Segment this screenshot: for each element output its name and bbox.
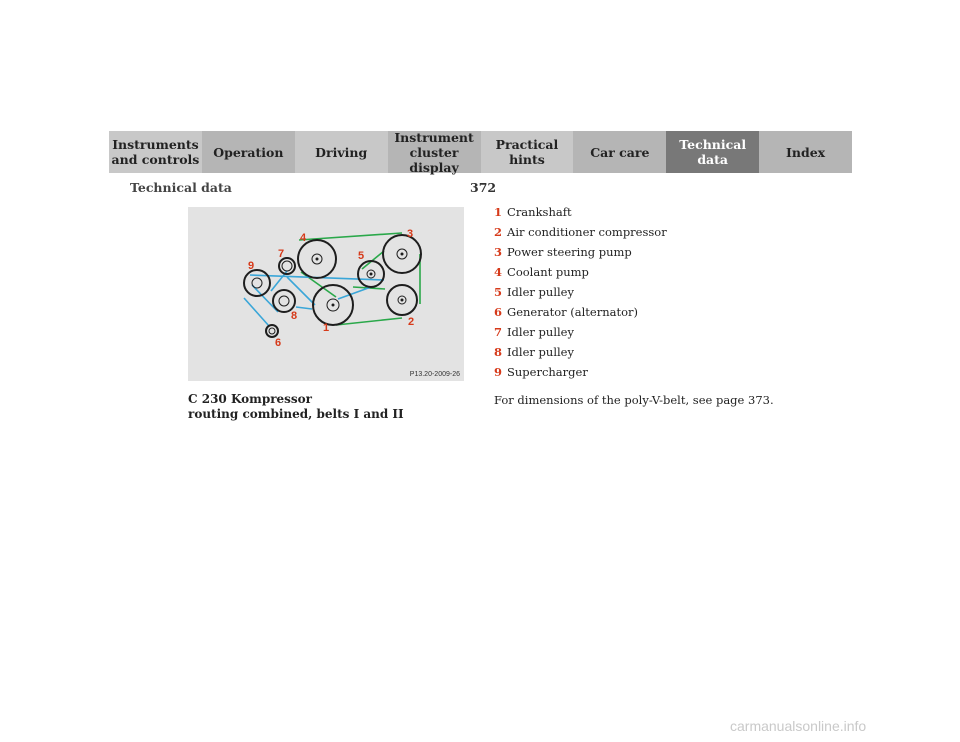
- legend-text: Idler pulley: [507, 285, 574, 299]
- tab-label: Technical data: [679, 137, 747, 167]
- legend-number: 5: [494, 285, 503, 299]
- tab-label: Car care: [590, 144, 650, 160]
- tab-operation[interactable]: Operation: [201, 131, 295, 173]
- tab-index[interactable]: Index: [759, 131, 852, 173]
- legend-number: 8: [494, 345, 503, 359]
- pulley-8: [272, 289, 296, 313]
- legend-text: Crankshaft: [507, 205, 572, 219]
- pulley-7: [278, 257, 296, 275]
- callout-3: 3: [407, 228, 413, 240]
- pulley-5: [357, 260, 385, 288]
- figure-reference: P13.20-2009-26: [409, 371, 460, 378]
- dimension-reference-note: For dimensions of the poly-V-belt, see p…: [494, 393, 774, 407]
- legend-item: 5 Idler pulley: [494, 284, 667, 304]
- legend-item: 9 Supercharger: [494, 364, 667, 384]
- legend-text: Power steering pump: [507, 245, 632, 259]
- legend-text: Generator (alternator): [507, 305, 639, 319]
- tab-instruments-and-controls[interactable]: Instruments and controls: [109, 131, 202, 173]
- tab-practical-hints[interactable]: Practical hints: [480, 131, 574, 173]
- legend-item: 2 Air conditioner compressor: [494, 224, 667, 244]
- legend-text: Idler pulley: [507, 325, 574, 339]
- legend-item: 3 Power steering pump: [494, 244, 667, 264]
- figure-caption: C 230 Kompressor routing combined, belts…: [188, 392, 404, 422]
- tab-label: Operation: [213, 144, 284, 160]
- legend-text: Idler pulley: [507, 345, 574, 359]
- legend-number: 9: [494, 365, 503, 379]
- legend-text: Coolant pump: [507, 265, 589, 279]
- tab-label: Index: [786, 144, 826, 160]
- pulley-1: [312, 284, 354, 326]
- callout-5: 5: [358, 250, 364, 262]
- tab-technical-data[interactable]: Technical data: [666, 131, 760, 173]
- legend-text: Air conditioner compressor: [507, 225, 667, 239]
- page-number: 372: [470, 180, 497, 195]
- legend-number: 3: [494, 245, 503, 259]
- legend-number: 4: [494, 265, 503, 279]
- callout-7: 7: [278, 248, 284, 260]
- caption-line-1: C 230 Kompressor: [188, 392, 313, 406]
- chapter-tab-bar: Instruments and controls Operation Drivi…: [109, 129, 852, 175]
- pulley-6: [265, 324, 279, 338]
- section-title: Technical data: [130, 180, 232, 195]
- callout-2: 2: [408, 316, 414, 328]
- tab-label: Instrument cluster display: [394, 129, 474, 175]
- callout-4: 4: [300, 232, 307, 244]
- callout-6: 6: [275, 337, 281, 349]
- legend-number: 1: [494, 205, 503, 219]
- legend-item: 7 Idler pulley: [494, 324, 667, 344]
- pulley-2: [386, 284, 418, 316]
- legend-item: 6 Generator (alternator): [494, 304, 667, 324]
- pulley-3: [382, 234, 422, 274]
- callout-9: 9: [248, 260, 254, 272]
- legend-number: 6: [494, 305, 503, 319]
- callout-1: 1: [323, 322, 329, 334]
- tab-instrument-cluster-display[interactable]: Instrument cluster display: [387, 129, 481, 175]
- tab-driving[interactable]: Driving: [294, 131, 388, 173]
- callout-labels: 1 2 3 4 5 6 7 8 9: [248, 228, 414, 349]
- legend-item: 4 Coolant pump: [494, 264, 667, 284]
- legend-item: 8 Idler pulley: [494, 344, 667, 364]
- tab-label: Driving: [315, 144, 368, 160]
- tab-car-care[interactable]: Car care: [573, 131, 667, 173]
- tab-label: Instruments and controls: [111, 137, 200, 167]
- legend-text: Supercharger: [507, 365, 588, 379]
- caption-line-2: routing combined, belts I and II: [188, 407, 404, 421]
- belt-routing-diagram: 1 2 3 4 5 6 7 8 9 P13.20-2009-26: [188, 207, 464, 381]
- pulleys: [243, 234, 422, 338]
- tab-label: Practical hints: [495, 137, 559, 167]
- pulley-9: [243, 269, 271, 297]
- callout-8: 8: [291, 310, 297, 322]
- belt-routing-svg: 1 2 3 4 5 6 7 8 9: [243, 228, 422, 349]
- pulley-4: [297, 239, 337, 279]
- legend-item: 1 Crankshaft: [494, 204, 667, 224]
- watermark: carmanualsonline.info: [730, 718, 867, 734]
- legend-number: 2: [494, 225, 503, 239]
- legend-number: 7: [494, 325, 503, 339]
